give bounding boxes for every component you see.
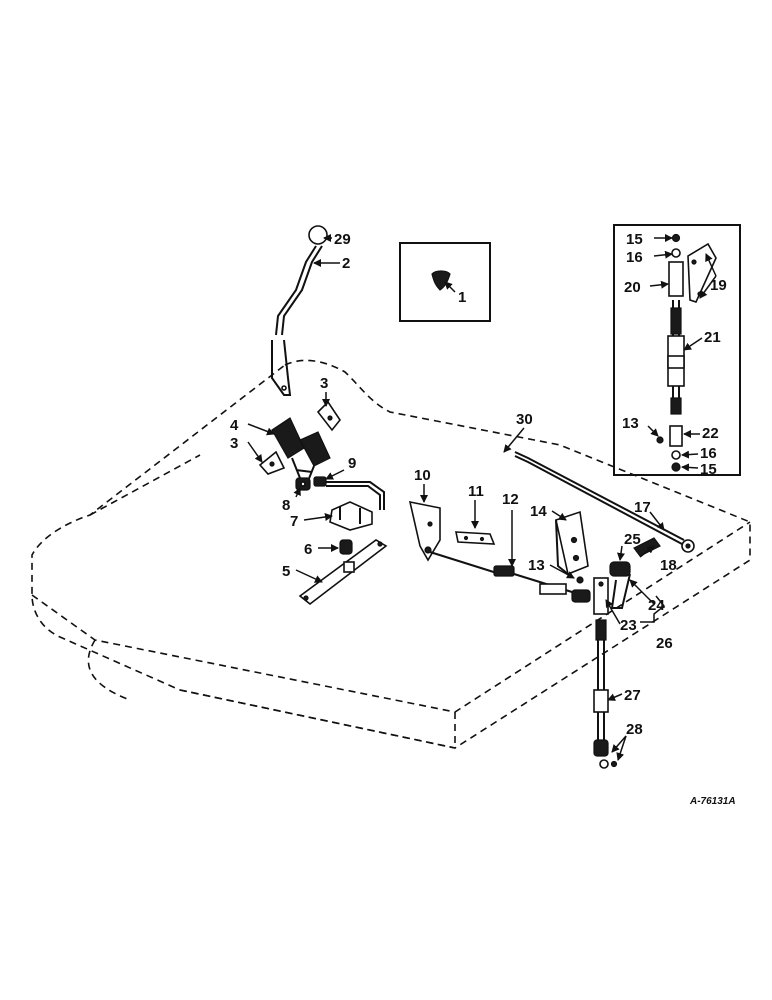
bracket-3-upper xyxy=(316,400,341,432)
label-13-lower: 13 xyxy=(528,557,545,574)
part-27-rod xyxy=(593,619,609,740)
label-26: 26 xyxy=(656,635,673,652)
part-28-clevis xyxy=(593,739,618,769)
label-21: 21 xyxy=(704,329,721,346)
label-18: 18 xyxy=(660,557,677,574)
shift-lever xyxy=(271,225,328,396)
part-8-clevis xyxy=(295,477,311,491)
label-23: 23 xyxy=(620,617,637,634)
label-25: 25 xyxy=(624,531,641,548)
part-7-bracket xyxy=(329,501,373,531)
part-14-bracket xyxy=(555,510,589,576)
label-6: 6 xyxy=(304,541,312,558)
label-7: 7 xyxy=(290,513,298,530)
label-27: 27 xyxy=(624,687,641,704)
label-12: 12 xyxy=(502,491,519,508)
label-28: 28 xyxy=(626,721,643,738)
part-25-clevis xyxy=(609,561,631,609)
label-1: 1 xyxy=(458,289,466,306)
label-10: 10 xyxy=(414,467,431,484)
label-13-upper: 13 xyxy=(622,415,639,432)
label-15-lower: 15 xyxy=(700,461,717,478)
part-5-plate xyxy=(298,539,388,606)
part-9-rod xyxy=(313,476,385,510)
label-4: 4 xyxy=(230,417,239,434)
label-11: 11 xyxy=(468,483,484,500)
figure-code: A-76131A xyxy=(689,796,736,807)
label-17: 17 xyxy=(634,499,651,516)
label-22: 22 xyxy=(702,425,719,442)
label-5: 5 xyxy=(282,563,290,580)
floor-platform-outline xyxy=(31,359,751,749)
label-3-upper: 3 xyxy=(320,375,328,392)
label-24: 24 xyxy=(648,597,665,614)
label-19: 19 xyxy=(710,277,727,294)
part-23-link xyxy=(593,577,609,615)
label-15-upper: 15 xyxy=(626,231,643,248)
pedal-assembly xyxy=(271,417,331,487)
part-11-plate xyxy=(455,531,496,545)
bracket-3-lower xyxy=(258,450,286,475)
label-9: 9 xyxy=(348,455,356,472)
label-2: 2 xyxy=(342,255,350,272)
label-16-upper: 16 xyxy=(626,249,643,266)
inset-box-15-22 xyxy=(613,224,741,476)
part-13-nut xyxy=(576,576,584,584)
label-8: 8 xyxy=(282,497,290,514)
label-3-lower: 3 xyxy=(230,435,238,452)
part-17-rod xyxy=(514,451,695,553)
part-12-rod xyxy=(429,551,591,603)
label-29: 29 xyxy=(334,231,351,248)
part-10-bracket xyxy=(408,500,441,562)
callout-labels: 1 29 2 3 4 3 8 9 7 6 5 10 11 12 14 13 30… xyxy=(230,231,736,807)
label-14: 14 xyxy=(530,503,547,520)
part-6-bushing xyxy=(339,539,353,555)
part-1-inset xyxy=(399,242,491,322)
label-16-lower: 16 xyxy=(700,445,717,462)
label-20: 20 xyxy=(624,279,641,296)
label-30: 30 xyxy=(516,411,533,428)
leader-lines xyxy=(247,234,717,761)
